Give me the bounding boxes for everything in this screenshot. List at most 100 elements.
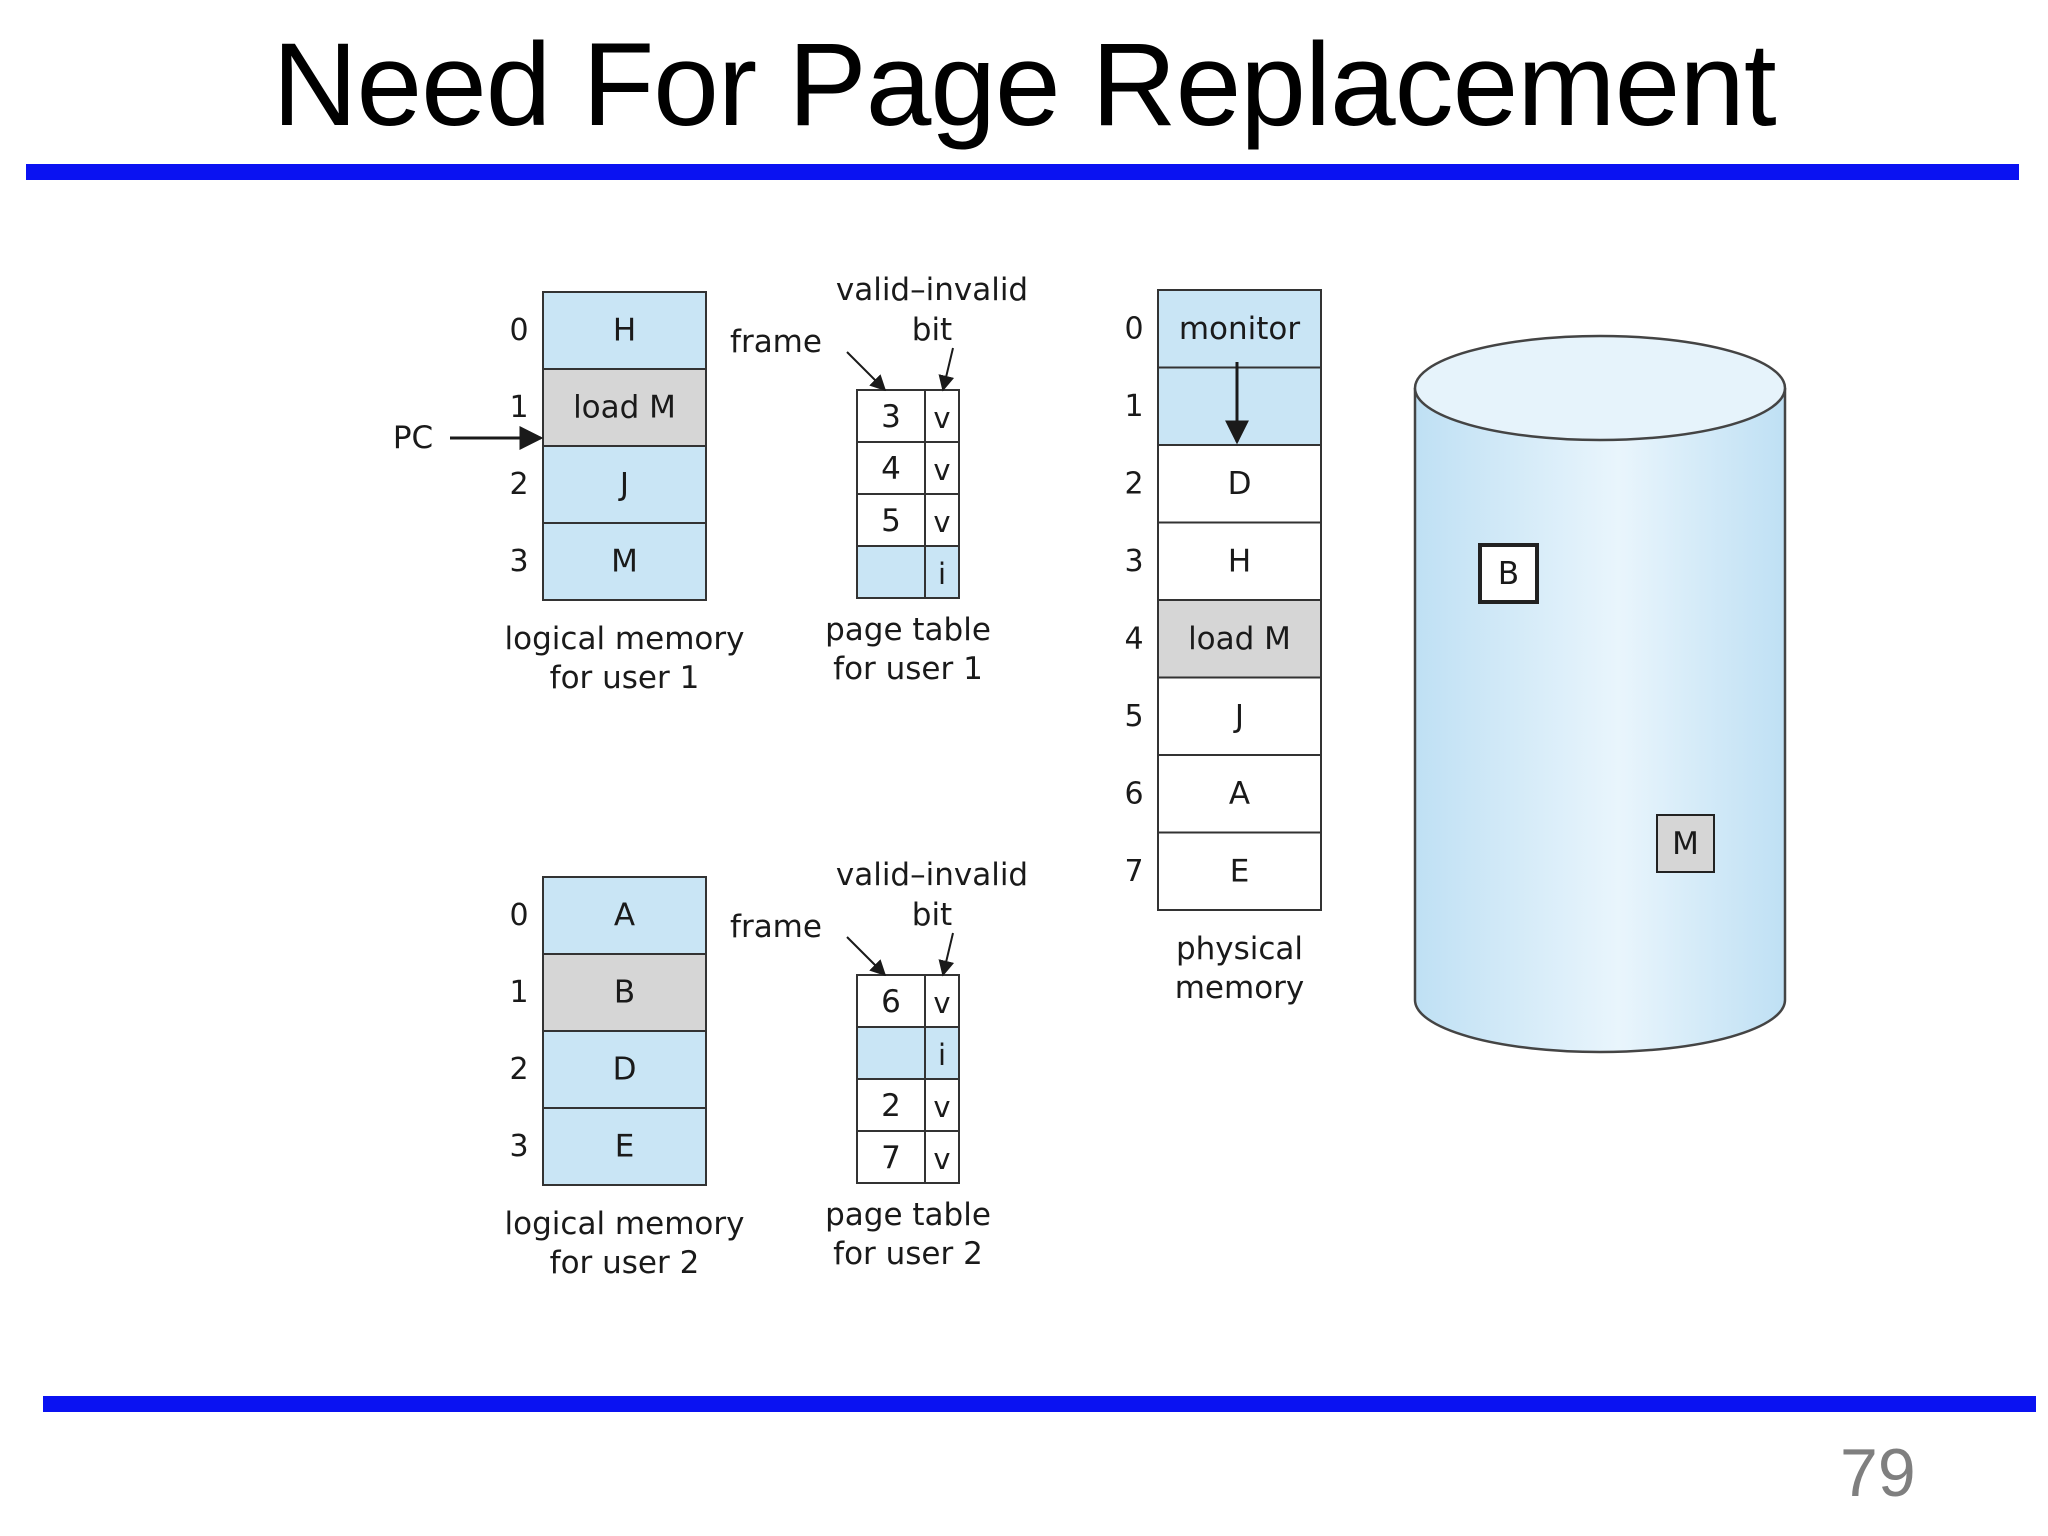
user2-frame-cell [856, 1026, 926, 1080]
physical-memory-cell [1157, 754, 1322, 834]
page-number: 79 [1840, 1435, 1916, 1511]
disk-top [1413, 334, 1787, 442]
disk-body [1413, 388, 1787, 1054]
user2-bit-value: v [933, 986, 950, 1020]
user1-logical-index: 1 [509, 390, 528, 425]
user1-frame-value: 3 [881, 399, 901, 435]
user2-logical-cell-label: B [614, 975, 635, 1011]
user1-logical-cell [542, 291, 707, 370]
user2-logical-cell [542, 1107, 707, 1186]
physical-memory-cell [1157, 366, 1322, 446]
disk-block-label: M [1672, 826, 1699, 862]
user2-frame-cell [856, 974, 926, 1028]
disk-block [1656, 814, 1715, 873]
user2-logical-index: 3 [509, 1129, 528, 1164]
user1-frame-cell [856, 441, 926, 495]
physical-memory-cell [1157, 831, 1322, 911]
user2-logical-cell [542, 953, 707, 1032]
user2-frame-cell [856, 1078, 926, 1132]
slide-title: Need For Page Replacement [272, 19, 1776, 151]
physical-memory-cell-label: monitor [1179, 311, 1301, 347]
disk-block-label: B [1498, 556, 1519, 592]
user2-logical-index: 2 [509, 1052, 528, 1087]
user2-valid-label: bit [912, 897, 952, 933]
user2-logical-caption: logical memory [505, 1206, 745, 1242]
user2-bit-arrow [938, 932, 955, 977]
physical-memory-cell-label: E [1230, 853, 1250, 889]
bottom-rule [43, 1396, 2036, 1412]
user2-bit-value: v [933, 1090, 950, 1124]
physical-memory-cell-label: A [1229, 776, 1250, 812]
physical-memory-index: 7 [1124, 854, 1143, 889]
user2-logical-index: 0 [509, 898, 528, 933]
user1-bit-cell [924, 441, 960, 495]
user1-logical-cell [542, 522, 707, 601]
user1-bit-arrow [938, 347, 955, 392]
physical-memory-index: 2 [1124, 466, 1143, 501]
user1-frame-value: 4 [881, 451, 901, 487]
user2-logical-index: 1 [509, 975, 528, 1010]
physical-memory-cell-label: D [1228, 466, 1252, 502]
user1-bit-value: v [933, 505, 950, 539]
user1-bit-cell [924, 493, 960, 547]
user1-logical-caption: for user 1 [550, 660, 700, 696]
user1-bit-value: v [933, 453, 950, 487]
user1-bit-value: i [938, 557, 946, 591]
user1-logical-index: 0 [509, 313, 528, 348]
user2-frame-arrow [846, 936, 887, 977]
pc-label: PC [393, 420, 433, 456]
user2-frame-value: 2 [881, 1088, 901, 1124]
user1-bit-cell [924, 545, 960, 599]
top-rule [26, 164, 2019, 180]
physical-memory-index: 3 [1124, 544, 1143, 579]
user1-table-caption: page table [825, 612, 991, 648]
user2-valid-label: valid–invalid [836, 857, 1028, 893]
physical-memory-caption: memory [1175, 970, 1305, 1006]
user1-bit-cell [924, 389, 960, 443]
user1-logical-index: 3 [509, 544, 528, 579]
user1-frame-cell [856, 389, 926, 443]
physical-memory-index: 1 [1124, 389, 1143, 424]
physical-memory-cell [1157, 521, 1322, 601]
physical-memory-cell [1157, 599, 1322, 679]
physical-memory-cell-label: load M [1188, 621, 1291, 657]
user1-logical-caption: logical memory [505, 621, 745, 657]
physical-memory-caption: physical [1176, 931, 1303, 967]
user1-valid-label: bit [912, 312, 952, 348]
user1-logical-index: 2 [509, 467, 528, 502]
user2-logical-cell-label: E [615, 1129, 635, 1165]
user2-frame-label: frame [730, 909, 822, 945]
physical-memory-cell-label: J [1233, 698, 1244, 734]
disk-block [1478, 543, 1539, 604]
user1-bit-value: v [933, 401, 950, 435]
user2-table-caption: page table [825, 1197, 991, 1233]
user2-frame-value: 7 [881, 1140, 901, 1176]
user2-logical-cell-label: A [614, 898, 635, 934]
user2-bit-cell [924, 1130, 960, 1184]
user1-logical-cell-label: H [613, 313, 636, 349]
user2-logical-cell [542, 1030, 707, 1109]
user2-frame-value: 6 [881, 984, 901, 1020]
physical-memory-cell-label: H [1228, 543, 1251, 579]
user2-bit-value: i [938, 1038, 946, 1072]
physical-memory-cell [1157, 289, 1322, 369]
physical-memory-index: 4 [1124, 621, 1143, 656]
user1-table-caption: for user 1 [833, 651, 983, 687]
disk-group: BM [1413, 334, 1787, 1054]
user1-valid-label: valid–invalid [836, 272, 1028, 308]
user1-frame-value: 5 [881, 503, 901, 539]
user1-frame-cell [856, 545, 926, 599]
physical-memory-index: 5 [1124, 699, 1143, 734]
user1-logical-cell [542, 368, 707, 447]
user1-frame-label: frame [730, 324, 822, 360]
user2-logical-caption: for user 2 [550, 1245, 700, 1281]
user1-frame-arrow [846, 351, 887, 392]
physical-memory-index: 6 [1124, 776, 1143, 811]
user1-logical-cell-label: M [611, 544, 638, 580]
user2-logical-cell-label: D [613, 1052, 637, 1088]
user2-table-caption: for user 2 [833, 1236, 983, 1272]
